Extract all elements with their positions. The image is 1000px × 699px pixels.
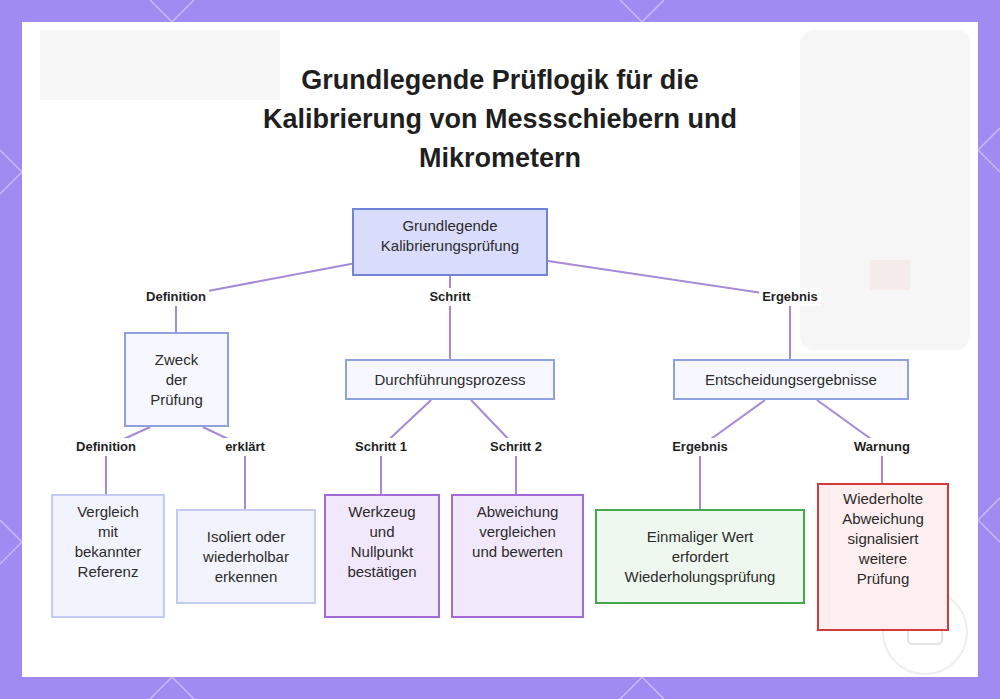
process-box: Einmaliger Wert erfordert Wiederholungsp… <box>595 509 805 604</box>
edge-label: Schritt 2 <box>487 438 545 456</box>
process-box: Entscheidungsergebnisse <box>673 359 909 400</box>
pattern-line <box>978 128 1000 150</box>
pattern-line <box>620 0 642 22</box>
edge-label: erklärt <box>222 438 268 456</box>
box-content: Grundlegende Kalibrierungsprüfung <box>365 216 535 256</box>
box-label: Wiederholte Abweichung signalisiert weit… <box>837 489 929 589</box>
process-box: Isoliert oder wiederholbar erkennen <box>176 509 316 604</box>
edge-label: Definition <box>143 288 209 306</box>
pattern-line <box>172 677 194 699</box>
process-box: Wiederholte Abweichung signalisiert weit… <box>817 483 949 631</box>
box-content: Vergleich mit bekannter Referenz <box>67 502 149 582</box>
box-label: Isoliert oder wiederholbar erkennen <box>190 527 302 587</box>
box-label: Durchführungsprozess <box>375 370 526 390</box>
box-label: Zweck der Prüfung <box>146 350 208 410</box>
pattern-line <box>978 150 1000 172</box>
title-text: Grundlegende Prüflogik für die Kalibrier… <box>230 61 770 178</box>
box-content: Isoliert oder wiederholbar erkennen <box>190 527 302 587</box>
box-content: Wiederholte Abweichung signalisiert weit… <box>837 489 929 589</box>
pattern-line <box>150 0 172 22</box>
process-box: Werkzeug und Nullpunkt bestätigen <box>324 494 440 618</box>
pattern-line <box>620 677 642 699</box>
canvas <box>22 22 978 677</box>
box-label: Abweichung vergleichen und bewerten <box>470 502 566 562</box>
pattern-line <box>172 0 194 22</box>
edge-label: Schritt 1 <box>352 438 410 456</box>
box-content: Einmaliger Wert erfordert Wiederholungsp… <box>617 527 783 587</box>
process-box: Durchführungsprozess <box>345 359 555 400</box>
process-box: Vergleich mit bekannter Referenz <box>51 494 165 618</box>
process-box: Abweichung vergleichen und bewerten <box>451 494 584 618</box>
pattern-line <box>0 172 22 194</box>
blurred-backdrop <box>870 260 910 290</box>
box-content: Abweichung vergleichen und bewerten <box>470 502 566 562</box>
box-content: Durchführungsprozess <box>375 370 526 390</box>
edge-label: Definition <box>73 438 139 456</box>
edge-label: Schritt <box>426 288 473 306</box>
pattern-line <box>0 542 22 564</box>
process-box: Zweck der Prüfung <box>124 332 229 427</box>
box-content: Werkzeug und Nullpunkt bestätigen <box>339 502 425 582</box>
box-label: Grundlegende Kalibrierungsprüfung <box>365 216 535 256</box>
box-content: Entscheidungsergebnisse <box>705 370 877 390</box>
box-content: Zweck der Prüfung <box>146 350 208 410</box>
connector-line <box>548 261 790 359</box>
diagram-title: Grundlegende Prüflogik für die Kalibrier… <box>230 61 770 178</box>
process-box: Grundlegende Kalibrierungsprüfung <box>352 208 548 276</box>
edge-label: Warnung <box>851 438 913 456</box>
pattern-line <box>642 0 664 22</box>
pattern-line <box>150 677 172 699</box>
box-label: Einmaliger Wert erfordert Wiederholungsp… <box>617 527 783 587</box>
edge-label: Ergebnis <box>759 288 821 306</box>
box-label: Werkzeug und Nullpunkt bestätigen <box>339 502 425 582</box>
blurred-backdrop <box>800 30 970 350</box>
pattern-line <box>0 520 22 542</box>
box-label: Vergleich mit bekannter Referenz <box>67 502 149 582</box>
pattern-line <box>978 498 1000 520</box>
pattern-line <box>0 150 22 172</box>
pattern-line <box>642 677 664 699</box>
blurred-backdrop <box>40 30 280 100</box>
box-label: Entscheidungsergebnisse <box>705 370 877 390</box>
pattern-line <box>978 520 1000 542</box>
edge-label: Ergebnis <box>669 438 731 456</box>
